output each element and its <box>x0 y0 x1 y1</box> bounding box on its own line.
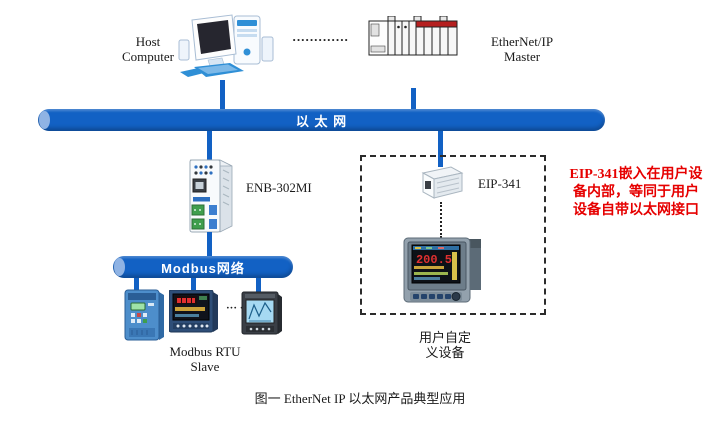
ethernet-bus-bar: 以 太 网 <box>38 109 605 131</box>
host-computer-icon <box>178 14 274 77</box>
gateway-label: ENB-302MI <box>246 180 312 195</box>
connector-eip-userdevice <box>440 202 442 238</box>
ethernet-master-label: EtherNet/IP Master <box>490 34 554 64</box>
panel-recorder-icon <box>169 290 218 333</box>
connector-ethernet-eip <box>438 131 443 167</box>
user-device-boundary-box <box>360 155 546 315</box>
connector-host-ethernet <box>220 80 225 109</box>
ellipsis-connector: ············· <box>292 32 349 47</box>
ellipsis-slaves: ··· · <box>226 302 244 314</box>
eip-module-label: EIP-341 <box>478 176 522 191</box>
user-recorder-icon: 200.5 <box>403 237 481 303</box>
host-computer-label: Host Computer <box>122 34 174 64</box>
user-device-label: 用户自定 义设备 <box>418 330 471 360</box>
bus-end-cap <box>114 258 125 276</box>
connector-ethernet-gateway <box>207 131 212 160</box>
bus-end-cap <box>39 111 50 129</box>
connector-modbus-slave3 <box>256 278 261 292</box>
connector-modbus-slave1 <box>134 278 139 292</box>
figure-caption: 图一 EtherNet IP 以太网产品典型应用 <box>254 391 466 406</box>
modbus-bus-label: Modbus网络 <box>161 260 245 276</box>
modbus-slave-label: Modbus RTU Slave <box>169 344 241 374</box>
modbus-bus-bar: Modbus网络 <box>113 256 293 278</box>
vfd-drive-icon <box>124 289 164 341</box>
power-meter-icon <box>241 291 282 335</box>
recorder-screen-value: 200.5 <box>416 253 452 267</box>
ethernet-bus-label: 以 太 网 <box>295 113 348 129</box>
connector-gateway-modbus <box>207 232 212 256</box>
connector-plc-ethernet <box>411 88 416 109</box>
gateway-module-icon <box>189 159 233 233</box>
eip-module-icon <box>421 166 464 199</box>
eip-annotation: EIP-341嵌入在用户设 备内部，等同于用户 设备自带以太网接口 <box>569 167 703 218</box>
connector-modbus-slave2 <box>191 278 196 292</box>
plc-rack-icon <box>368 16 458 56</box>
